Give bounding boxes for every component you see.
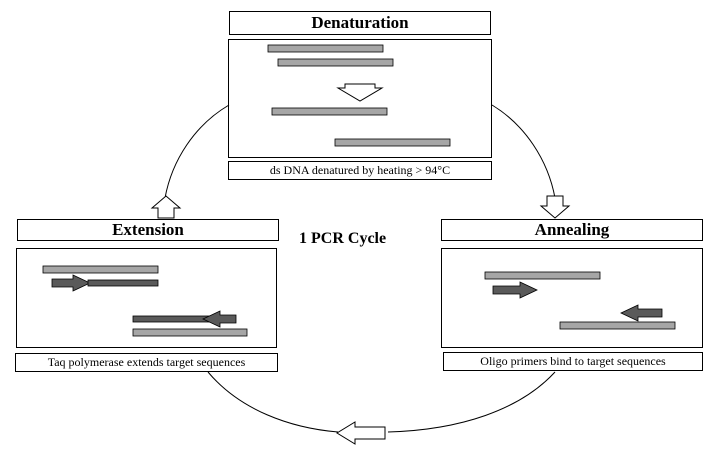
annealing-caption: Oligo primers bind to target sequences (443, 352, 703, 371)
center-cycle-label: 1 PCR Cycle (299, 230, 387, 247)
cycle-arrow-down-icon (539, 195, 571, 219)
annealing-panel (441, 248, 703, 348)
cycle-arc-top-left (164, 104, 230, 199)
denat-down-arrow-icon (336, 83, 384, 102)
anneal-strand-bottom (559, 321, 676, 330)
denat-strand-top-2 (277, 58, 394, 67)
cycle-arc-top-right (491, 104, 556, 199)
anneal-strand-top (484, 271, 601, 280)
cycle-arc-bottom-left (207, 371, 339, 433)
cycle-arc-bottom-right (387, 371, 556, 433)
denaturation-caption: ds DNA denatured by heating > 94°C (228, 161, 492, 180)
ext-extended-left-icon (202, 310, 237, 328)
ext-extended-right-icon (51, 274, 91, 292)
anneal-primer-right-icon (492, 281, 538, 299)
denat-strand-single-1 (271, 107, 388, 116)
annealing-title: Annealing (441, 219, 703, 241)
denaturation-title: Denaturation (229, 11, 491, 35)
anneal-primer-left-icon (620, 304, 663, 322)
ext-strand-top (42, 265, 159, 274)
denaturation-panel (228, 39, 492, 158)
extension-caption: Taq polymerase extends target sequences (15, 353, 278, 372)
ext-strand-bottom (132, 328, 248, 337)
cycle-arrow-up-icon (150, 195, 182, 219)
extension-title: Extension (17, 219, 279, 241)
extension-panel (16, 248, 277, 348)
denat-strand-single-2 (334, 138, 451, 147)
ext-extended-strand-top (87, 279, 159, 287)
denat-strand-top-1 (267, 44, 384, 53)
cycle-arrow-left-icon (336, 421, 386, 445)
